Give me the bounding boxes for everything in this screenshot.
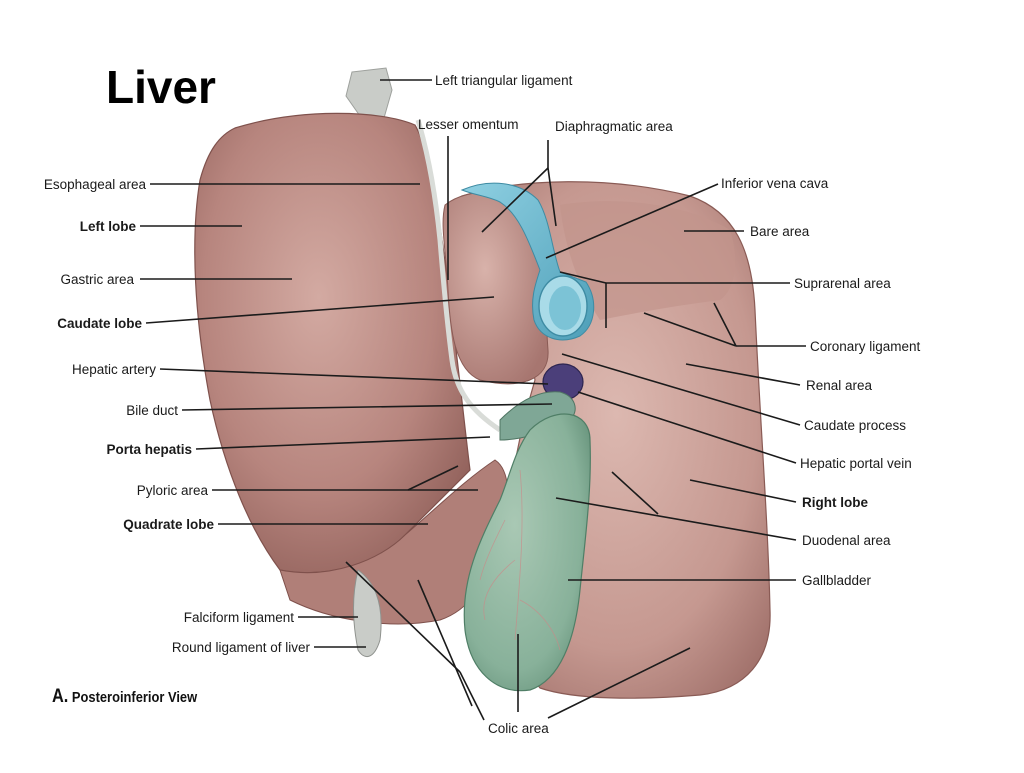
leader-suprarenal-inner [559, 271, 607, 284]
label-round-ligament-of-liver: Round ligament of liver [172, 640, 311, 655]
page-title: Liver [106, 61, 216, 113]
label-hepatic-artery: Hepatic artery [72, 362, 156, 377]
leader-coronary-ligament-a [643, 312, 737, 347]
left-triangular-ligament-shape [345, 67, 393, 119]
leader-colic-area-a [345, 561, 461, 673]
gallbladder-shape [463, 413, 591, 692]
label-esophageal-area: Esophageal area [44, 177, 147, 192]
label-coronary-ligament: Coronary ligament [810, 339, 921, 354]
label-hepatic-portal-vein: Hepatic portal vein [800, 456, 912, 471]
label-bile-duct: Bile duct [126, 403, 178, 418]
label-colic-area: Colic area [488, 721, 549, 736]
label-caudate-process: Caudate process [804, 418, 906, 433]
fissure-ligamentum-venosum [415, 119, 502, 433]
label-falciform-ligament: Falciform ligament [184, 610, 295, 625]
leader-caudate-lobe [145, 296, 495, 324]
leader-coronary-ligament-b [713, 302, 737, 347]
view-caption-letter: A. [52, 686, 69, 707]
leader-right-lobe [689, 479, 797, 503]
leader-inferior-vena-cava [545, 183, 719, 259]
leader-colic-area-e [459, 671, 485, 721]
label-renal-area: Renal area [806, 378, 873, 393]
leader-hepatic-portal-vein [577, 391, 797, 464]
leader-pyloric-area-b [407, 465, 459, 491]
leader-duodenal-area-b [611, 471, 659, 515]
view-caption-text: Posteroinferior View [71, 689, 198, 706]
label-gastric-area: Gastric area [60, 272, 134, 287]
label-gallbladder: Gallbladder [802, 573, 872, 588]
gallbladder-vessels [479, 469, 561, 651]
leader-colic-area-b [417, 579, 473, 707]
label-bare-area: Bare area [750, 224, 810, 239]
labels: Left triangular ligament Lesser omentum … [44, 73, 921, 736]
leader-diaphragmatic-area-b [547, 167, 557, 227]
label-right-lobe: Right lobe [802, 495, 868, 510]
label-inferior-vena-cava: Inferior vena cava [721, 176, 829, 191]
left-lobe-shape [194, 112, 471, 574]
view-caption: A. Posteroinferior View [52, 686, 197, 708]
falciform-ligament-shape [353, 569, 382, 658]
leader-porta-hepatis [195, 436, 491, 450]
leader-bile-duct [181, 403, 553, 411]
label-duodenal-area: Duodenal area [802, 533, 891, 548]
label-lesser-omentum: Lesser omentum [418, 117, 519, 132]
leader-lines [140, 79, 806, 721]
label-quadrate-lobe: Quadrate lobe [123, 517, 214, 532]
leader-renal-area [685, 363, 801, 386]
leader-duodenal-area [555, 497, 797, 541]
leader-colic-area-d [547, 647, 691, 719]
ivc-lumen [549, 286, 581, 330]
label-left-triangular-ligament: Left triangular ligament [435, 73, 573, 88]
label-caudate-lobe: Caudate lobe [57, 316, 142, 331]
label-porta-hepatis: Porta hepatis [106, 442, 192, 457]
label-diaphragmatic-area: Diaphragmatic area [555, 119, 673, 134]
leader-diaphragmatic-area-a [481, 167, 549, 233]
label-suprarenal-area: Suprarenal area [794, 276, 891, 291]
leader-caudate-process [561, 353, 801, 426]
label-pyloric-area: Pyloric area [137, 483, 209, 498]
leader-hepatic-artery [159, 368, 549, 385]
label-left-lobe: Left lobe [80, 219, 137, 234]
